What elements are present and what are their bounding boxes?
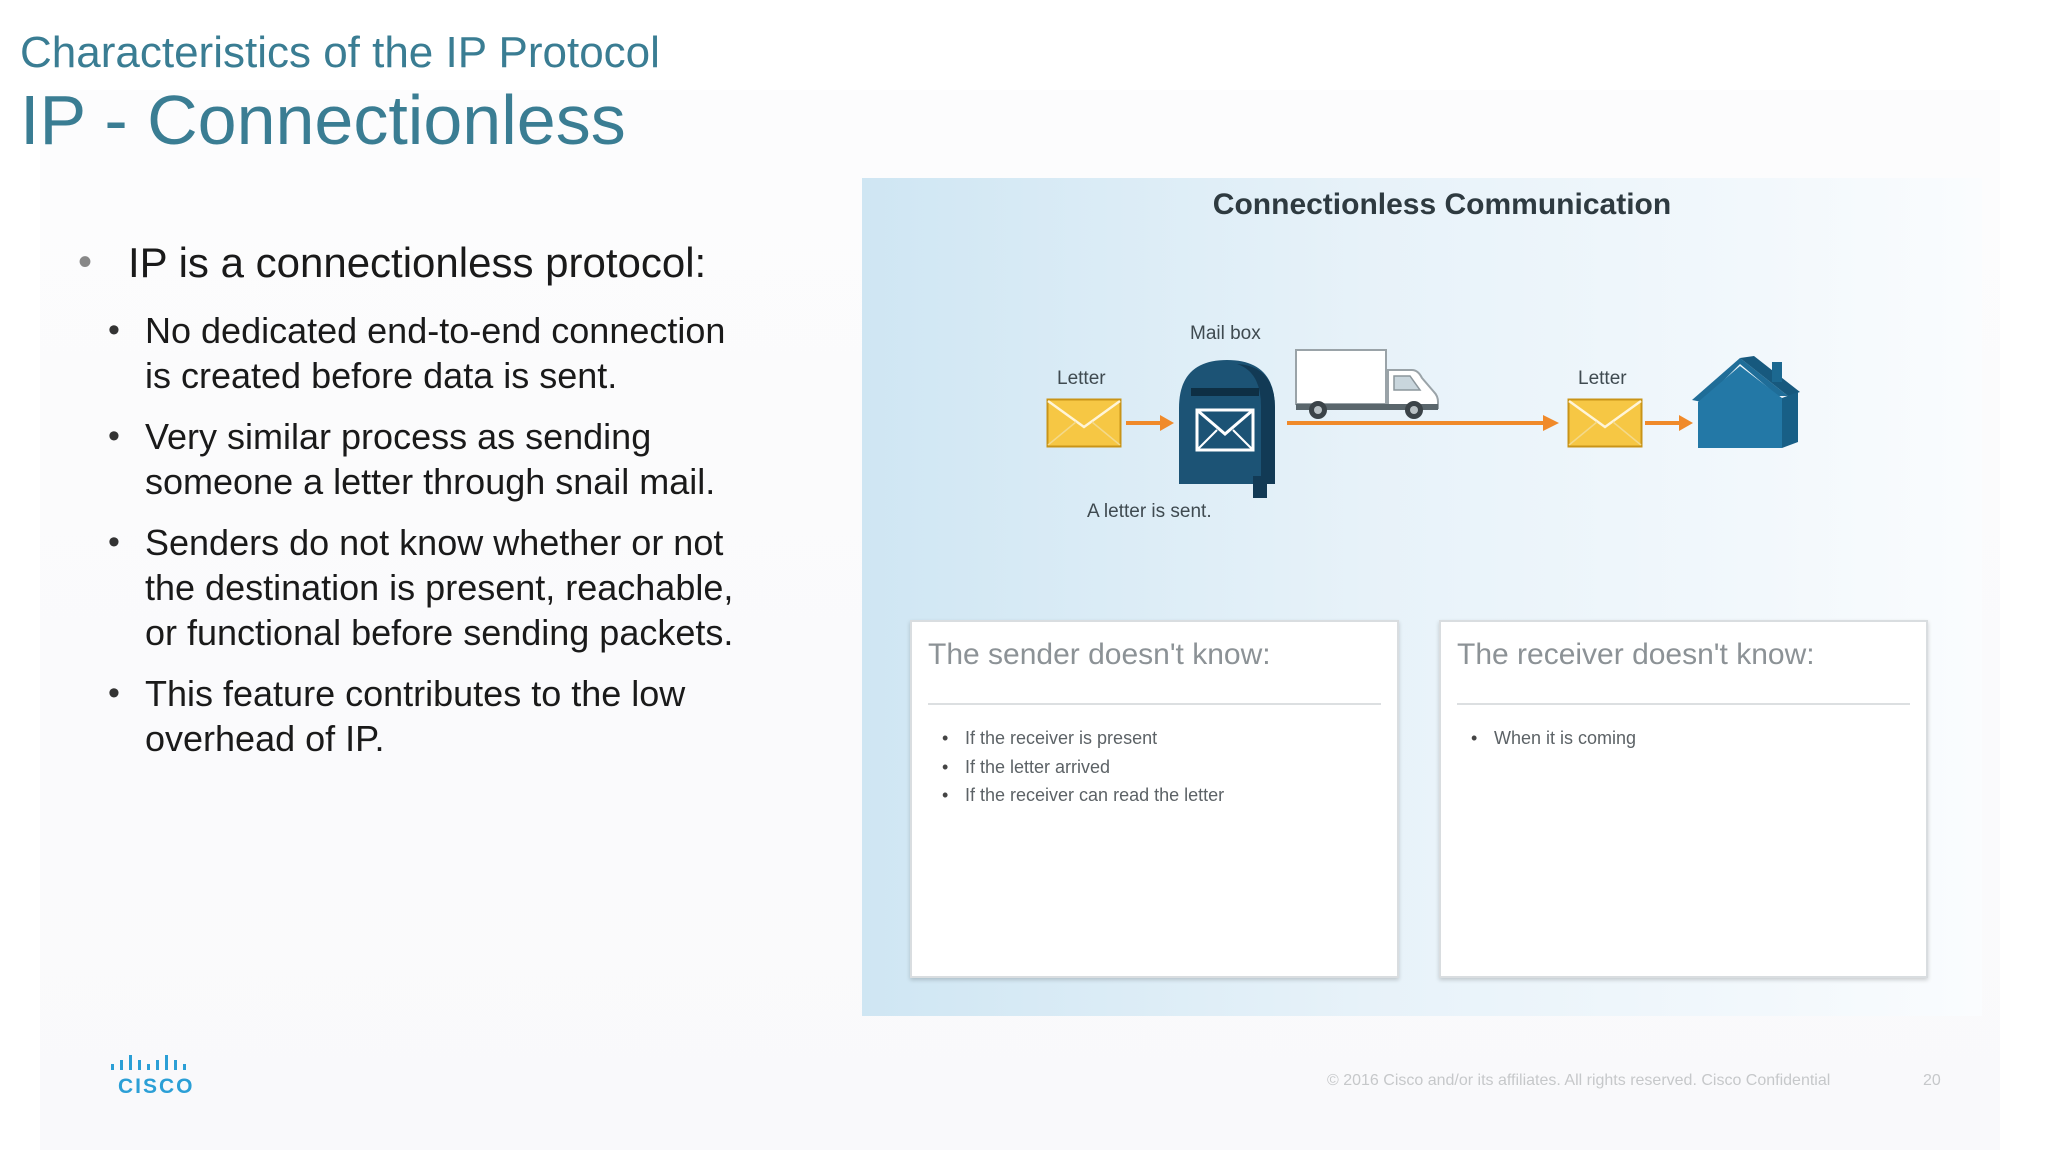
house-icon bbox=[1692, 356, 1800, 448]
letter-label-right: Letter bbox=[1578, 368, 1627, 389]
list-item: When it is coming bbox=[1471, 724, 1636, 753]
arrow-icon bbox=[1645, 415, 1693, 431]
caption: A letter is sent. bbox=[1087, 501, 1212, 522]
copyright-notice: © 2016 Cisco and/or its affiliates. All … bbox=[1327, 1072, 1831, 1089]
cisco-logo: CISCO bbox=[110, 1055, 195, 1099]
sub-bullet: Very similar process as sending someone … bbox=[108, 414, 738, 504]
bullet-list: IP is a connectionless protocol: No dedi… bbox=[78, 238, 738, 777]
sub-bullet: This feature contributes to the low over… bbox=[108, 671, 738, 761]
sub-bullet: No dedicated end-to-end connection is cr… bbox=[108, 308, 738, 398]
list-item: If the receiver can read the letter bbox=[942, 781, 1224, 810]
sub-bullet: Senders do not know whether or not the d… bbox=[108, 520, 738, 655]
arrow-icon bbox=[1126, 415, 1174, 431]
divider bbox=[928, 703, 1381, 705]
diagram-title: Connectionless Communication bbox=[1212, 188, 1672, 221]
sender-panel-list: If the receiver is present If the letter… bbox=[942, 724, 1224, 810]
connectionless-diagram: Connectionless Communication Letter Mail… bbox=[862, 178, 1982, 1016]
page-number: 20 bbox=[1923, 1072, 1941, 1089]
mailbox-label: Mail box bbox=[1190, 323, 1261, 344]
letter-label-left: Letter bbox=[1057, 368, 1106, 389]
truck-icon bbox=[1295, 349, 1439, 419]
main-bullet: IP is a connectionless protocol: bbox=[78, 238, 738, 288]
receiver-panel-heading: The receiver doesn't know: bbox=[1457, 638, 1815, 671]
list-item: If the letter arrived bbox=[942, 753, 1224, 782]
divider bbox=[1457, 703, 1910, 705]
mailbox-icon bbox=[1179, 360, 1275, 498]
envelope-icon bbox=[1046, 398, 1122, 448]
cisco-bridge-icon bbox=[111, 1055, 186, 1070]
sender-panel-heading: The sender doesn't know: bbox=[928, 638, 1271, 671]
cisco-wordmark: CISCO bbox=[118, 1075, 195, 1098]
slide-title: IP - Connectionless bbox=[20, 81, 626, 159]
sender-panel: The sender doesn't know: If the receiver… bbox=[910, 620, 1399, 978]
slide-super-title: Characteristics of the IP Protocol bbox=[20, 28, 660, 77]
receiver-panel: The receiver doesn't know: When it is co… bbox=[1439, 620, 1928, 978]
receiver-panel-list: When it is coming bbox=[1471, 724, 1636, 753]
list-item: If the receiver is present bbox=[942, 724, 1224, 753]
envelope-icon bbox=[1567, 398, 1643, 448]
arrow-icon bbox=[1287, 415, 1559, 431]
